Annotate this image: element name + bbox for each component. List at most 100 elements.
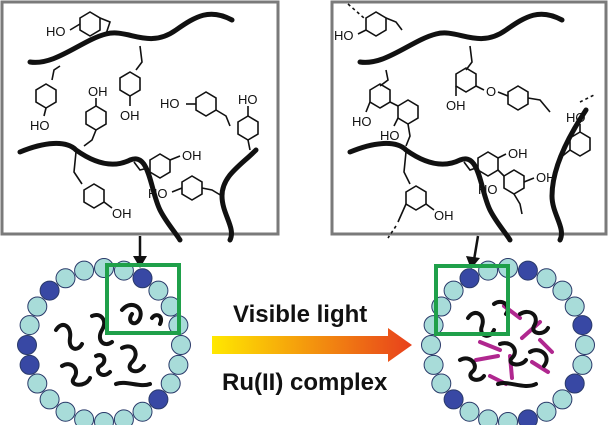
- right-micelle: [421, 258, 595, 425]
- phenol-group: OH: [73, 151, 132, 221]
- phenol-group: OH: [397, 151, 454, 223]
- phenol-group: OH: [83, 84, 108, 147]
- hydroxyl-label: HO: [238, 92, 258, 107]
- ether-crosslink: OH O: [446, 45, 551, 113]
- shell-bead-dark: [517, 260, 538, 281]
- right-zoom-connector: [472, 235, 480, 261]
- reaction-arrow: Visible light Ru(II) complex: [212, 301, 412, 396]
- hydroxyl-label: HO: [160, 96, 180, 111]
- shell-bead-light: [113, 409, 134, 425]
- zoom-arrows: [133, 235, 480, 269]
- hydroxyl-label: HO: [46, 24, 66, 39]
- crosslink-bond: [474, 354, 500, 362]
- phenol-group: HO: [160, 91, 231, 127]
- gradient-arrow: [212, 328, 412, 362]
- shell-bead-light: [536, 401, 557, 422]
- hydroxyl-label: HO: [148, 186, 168, 201]
- polymer-backbone-bottom: [347, 141, 513, 243]
- shell-bead-light: [564, 296, 585, 317]
- hydroxyl-label: OH: [88, 84, 108, 99]
- shell-bead-light: [39, 389, 60, 410]
- shell-bead-light: [536, 268, 557, 289]
- hydroxyl-label: HO: [334, 28, 354, 43]
- shell-bead-light: [55, 268, 76, 289]
- shell-bead-light: [459, 401, 480, 422]
- right-panel-frame: [330, 0, 608, 236]
- shell-bead-light: [148, 280, 169, 301]
- hydroxyl-label: OH: [112, 206, 132, 221]
- shell-bead-light: [94, 412, 114, 425]
- polymer-coil: [458, 356, 486, 382]
- condition-visible-light: Visible light: [233, 301, 367, 328]
- polymer-coil: [114, 380, 152, 388]
- hydroxyl-label: HO: [478, 182, 498, 197]
- phenol-group: OH: [133, 148, 202, 179]
- shell-bead-light: [478, 409, 499, 425]
- hydroxyl-label: OH: [434, 208, 454, 223]
- polymer-coil: [54, 322, 84, 351]
- left-zoom-arrowhead: [133, 256, 147, 268]
- shell-bead-light: [423, 315, 444, 336]
- uncrosslinked-coils: [54, 302, 163, 388]
- right-structure-panel: HO HO HO OH O: [330, 0, 608, 243]
- phenol-group: HO: [334, 11, 403, 43]
- polymer-backbone-top: [357, 11, 565, 65]
- crosslinked-coils: [458, 299, 550, 388]
- dashed-bond: [387, 225, 397, 239]
- shell-bead-light: [552, 280, 573, 301]
- condition-ru-complex: Ru(II) complex: [222, 369, 388, 396]
- ether-oxygen-label: O: [486, 84, 496, 99]
- shell-bead-light: [94, 258, 114, 278]
- polymer-backbone-top: [27, 11, 235, 65]
- phenol-group: OH: [119, 45, 143, 123]
- dityrosine-crosslink: HO HO: [352, 69, 419, 147]
- shell-bead-light: [572, 354, 593, 375]
- polymer-coil: [94, 353, 112, 377]
- shell-bead-dark: [19, 354, 40, 375]
- shell-bead-light: [74, 409, 95, 425]
- shell-bead-light: [160, 373, 181, 394]
- shell-bead-light: [552, 389, 573, 410]
- phenol-group: HO: [559, 110, 591, 159]
- hydroxyl-label: OH: [446, 98, 466, 113]
- right-zoom-arrowhead: [466, 256, 480, 269]
- hydroxyl-label: HO: [380, 128, 400, 143]
- shell-bead-light: [74, 260, 95, 281]
- shell-bead-light: [575, 335, 595, 355]
- shell-bead-light: [27, 296, 48, 317]
- polymer-backbone-bottom: [17, 141, 183, 243]
- shell-bead-dark: [39, 280, 60, 301]
- polymer-coil: [120, 302, 143, 326]
- shell-bead-light: [19, 315, 40, 336]
- phenol-group: HO: [46, 11, 111, 39]
- shell-bead-light: [27, 373, 48, 394]
- shell-bead-light: [421, 335, 441, 355]
- left-structure-panel: HO OH HO OH OH: [0, 0, 280, 243]
- hydroxyl-label: HO: [566, 110, 586, 125]
- crosslink-bond: [530, 360, 550, 374]
- shell-bead-dark: [572, 315, 593, 336]
- hydroxyl-label: HO: [352, 114, 372, 129]
- hydroxyl-label: OH: [536, 170, 556, 185]
- shell-bead-dark: [459, 268, 480, 289]
- polymer-coil: [90, 313, 114, 347]
- shell-bead-light: [423, 354, 444, 375]
- phenol-group: HO: [148, 175, 223, 201]
- polymer-coil: [496, 381, 538, 388]
- polymer-coil: [60, 362, 92, 387]
- polymer-backbone-right: [549, 107, 589, 243]
- dityrosine-crosslink: OH OH HO: [463, 146, 556, 215]
- hydroxyl-label: OH: [120, 108, 140, 123]
- shell-bead-light: [132, 401, 153, 422]
- shell-bead-light: [55, 401, 76, 422]
- left-panel-frame: [0, 0, 280, 236]
- shell-bead-dark: [517, 409, 538, 425]
- polymer-coil: [120, 344, 146, 374]
- crosslink-bond: [520, 320, 542, 340]
- shell-bead-light: [443, 280, 464, 301]
- shell-bead-light: [431, 373, 452, 394]
- polymer-coil: [528, 348, 549, 368]
- shell-bead-dark: [17, 335, 37, 355]
- polymer-coil: [498, 341, 528, 367]
